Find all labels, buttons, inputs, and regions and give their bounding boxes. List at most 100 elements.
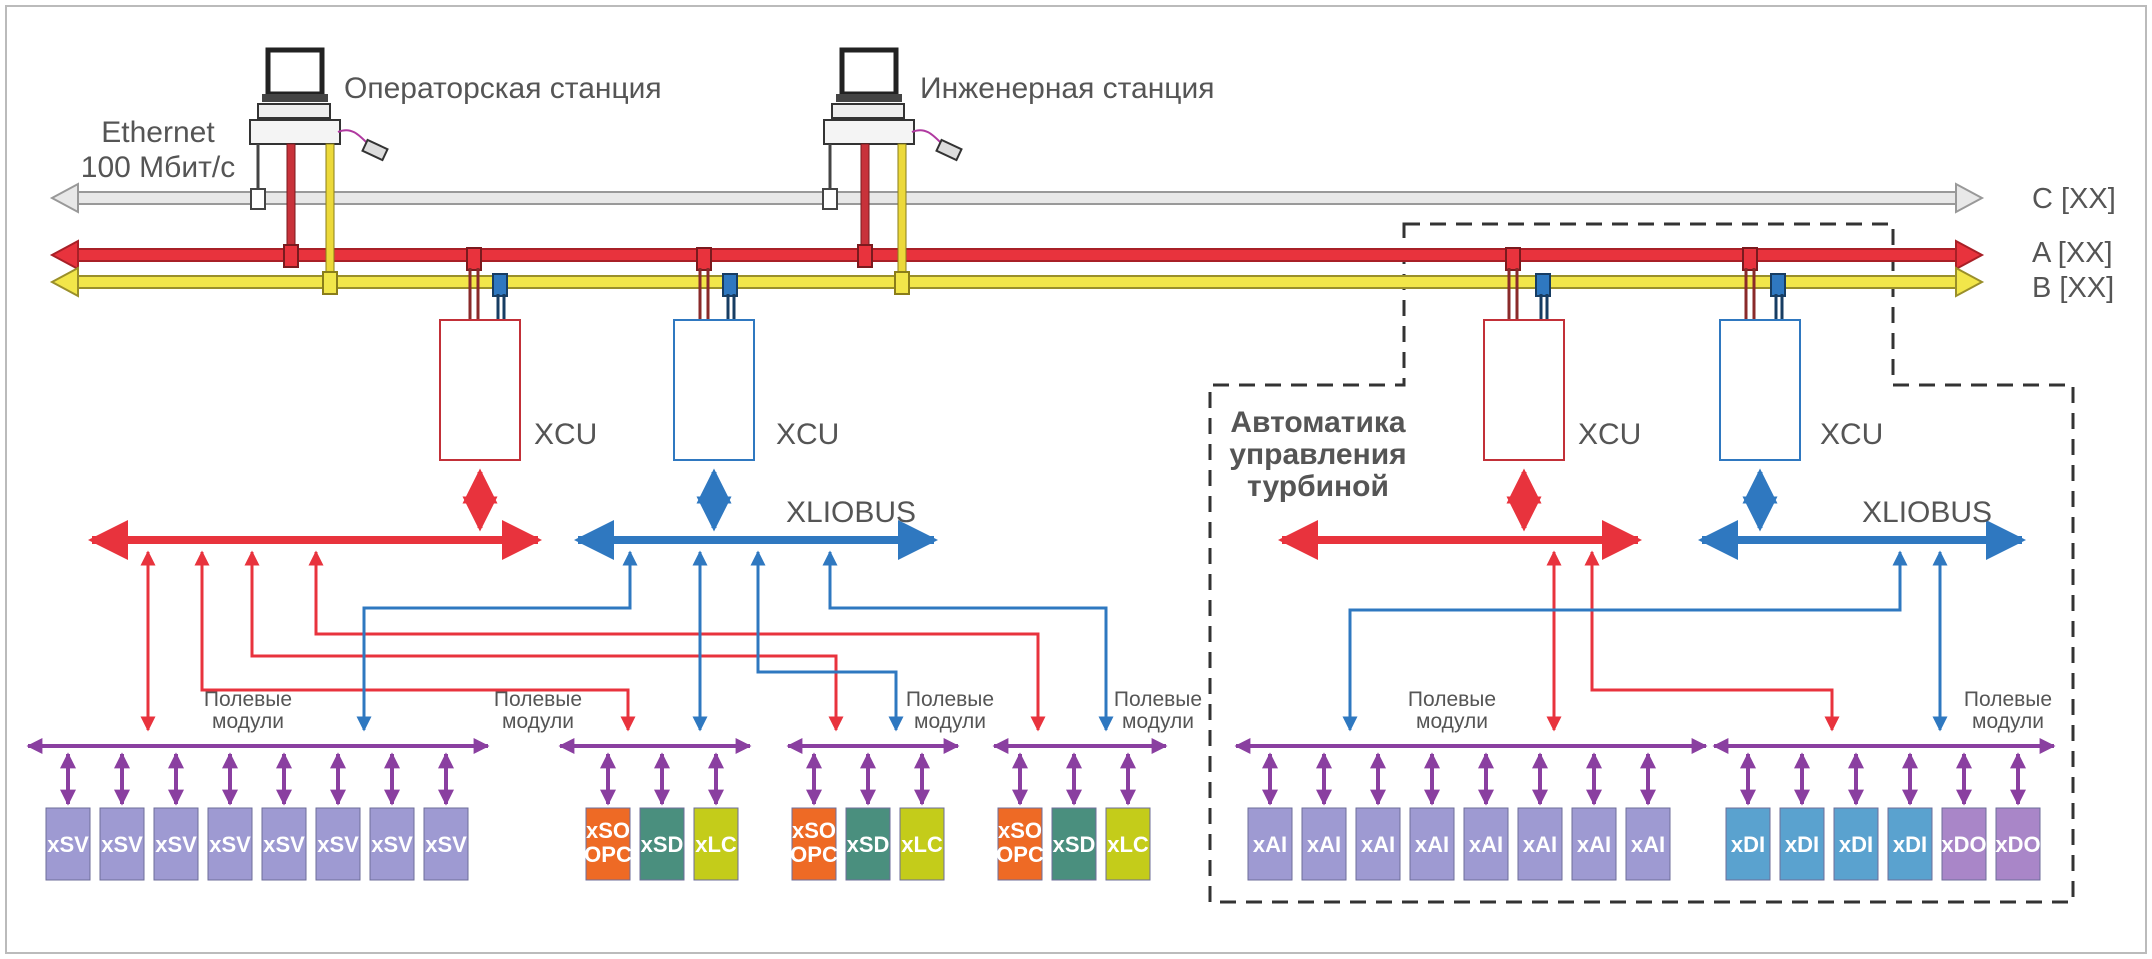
- module-xai: xAI: [1247, 807, 1293, 881]
- module-xsd: xSD: [845, 807, 891, 881]
- module-label: xDI: [1785, 832, 1819, 857]
- ethernet-label-line2: 100 Мбит/с: [81, 151, 235, 184]
- module-xsv: xSV: [423, 807, 469, 881]
- field-group-label: модули: [1972, 710, 2044, 733]
- module-xlc: xLC: [899, 807, 945, 881]
- module-label: xAI: [1523, 832, 1557, 857]
- module-xdo: xDO: [1995, 807, 2041, 881]
- module-label: xAI: [1307, 832, 1341, 857]
- module-label: xSD: [847, 832, 890, 857]
- field-group-label: модули: [914, 710, 986, 733]
- module-label: xAI: [1577, 832, 1611, 857]
- module-xsv: xSV: [153, 807, 199, 881]
- turbine-group-label: управления: [1229, 438, 1406, 471]
- module-xsv: xSV: [99, 807, 145, 881]
- module-xsd: xSD: [639, 807, 685, 881]
- field-group-label: Полевые: [906, 688, 994, 711]
- module-label: xSV: [155, 832, 197, 857]
- bus-c-label: C [XX]: [2032, 183, 2116, 215]
- operator-station: Операторская станция: [249, 47, 662, 295]
- module-label: xLC: [695, 832, 737, 857]
- module-label: xDO: [1941, 832, 1986, 857]
- xliobus-label: XLIOBUS: [1862, 496, 1992, 529]
- module-label: xSV: [209, 832, 251, 857]
- field-group-label: Полевые: [494, 688, 582, 711]
- bus-a: [49, 239, 1985, 271]
- xcu-label: XCU: [1578, 418, 1641, 451]
- field-group-label: модули: [1416, 710, 1488, 733]
- module-xai: xAI: [1571, 807, 1617, 881]
- bus-a-label: A [XX]: [2032, 237, 2113, 269]
- field-group-label: модули: [212, 710, 284, 733]
- module-label: xLC: [901, 832, 943, 857]
- module-label: xSD: [641, 832, 684, 857]
- module-label: xDI: [1839, 832, 1873, 857]
- module-label: xSV: [263, 832, 305, 857]
- operator-station-label: Операторская станция: [344, 72, 662, 105]
- module-label: xSO: [998, 818, 1042, 843]
- module-label: xAI: [1415, 832, 1449, 857]
- module-label: xSV: [101, 832, 143, 857]
- turbine-automation-region: [1208, 222, 2075, 904]
- field-group-label: Полевые: [1408, 688, 1496, 711]
- module-label: xDO: [1995, 832, 2040, 857]
- module-xsv: xSV: [369, 807, 415, 881]
- module-label: xSD: [1053, 832, 1096, 857]
- module-label: xDI: [1893, 832, 1927, 857]
- field-group-label: Полевые: [1114, 688, 1202, 711]
- xliobus-label: XLIOBUS: [786, 496, 916, 529]
- module-xdi: xDI: [1779, 807, 1825, 881]
- module-xdo: xDO: [1941, 807, 1987, 881]
- module-label: xAI: [1631, 832, 1665, 857]
- module-xai: xAI: [1355, 807, 1401, 881]
- controller-xcu-3: XCU: [1483, 247, 1641, 461]
- bus-b-label: B [XX]: [2032, 272, 2114, 304]
- xcu-label: XCU: [776, 418, 839, 451]
- module-xdi: xDI: [1833, 807, 1879, 881]
- module-label: xSV: [425, 832, 467, 857]
- field-group-label: модули: [502, 710, 574, 733]
- bus-c: [49, 182, 1985, 214]
- module-xdi: xDI: [1725, 807, 1771, 881]
- field-group-label: Полевые: [204, 688, 292, 711]
- xcu-label: XCU: [1820, 418, 1883, 451]
- module-label: OPC: [790, 842, 838, 867]
- engineer-station: Инженерная станция: [822, 47, 1215, 295]
- module-xdi: xDI: [1887, 807, 1933, 881]
- module-label: OPC: [584, 842, 632, 867]
- turbine-group-label: Автоматика: [1230, 406, 1406, 439]
- module-xsd: xSD: [1051, 807, 1097, 881]
- turbine-group-label: турбиной: [1247, 470, 1389, 503]
- xcu-local-links: [462, 468, 1778, 532]
- workstation-computer-icon: [249, 47, 389, 162]
- module-label: xAI: [1253, 832, 1287, 857]
- workstation-computer-icon: [823, 47, 963, 162]
- module-xsv: xSV: [45, 807, 91, 881]
- module-xlc: xLC: [693, 807, 739, 881]
- module-label: xSV: [317, 832, 359, 857]
- xcu-label: XCU: [534, 418, 597, 451]
- module-label: xSV: [371, 832, 413, 857]
- module-xai: xAI: [1409, 807, 1455, 881]
- module-label: xAI: [1361, 832, 1395, 857]
- module-xai: xAI: [1301, 807, 1347, 881]
- controller-xcu-4: XCU: [1719, 247, 1883, 461]
- module-xlc: xLC: [1105, 807, 1151, 881]
- outer-border: [5, 5, 2147, 954]
- field-group-label: Полевые: [1964, 688, 2052, 711]
- module-label: xSO: [586, 818, 630, 843]
- controller-xcu-1: XCU: [439, 247, 597, 461]
- module-label: xSO: [792, 818, 836, 843]
- module-xai: xAI: [1625, 807, 1671, 881]
- module-xsv: xSV: [315, 807, 361, 881]
